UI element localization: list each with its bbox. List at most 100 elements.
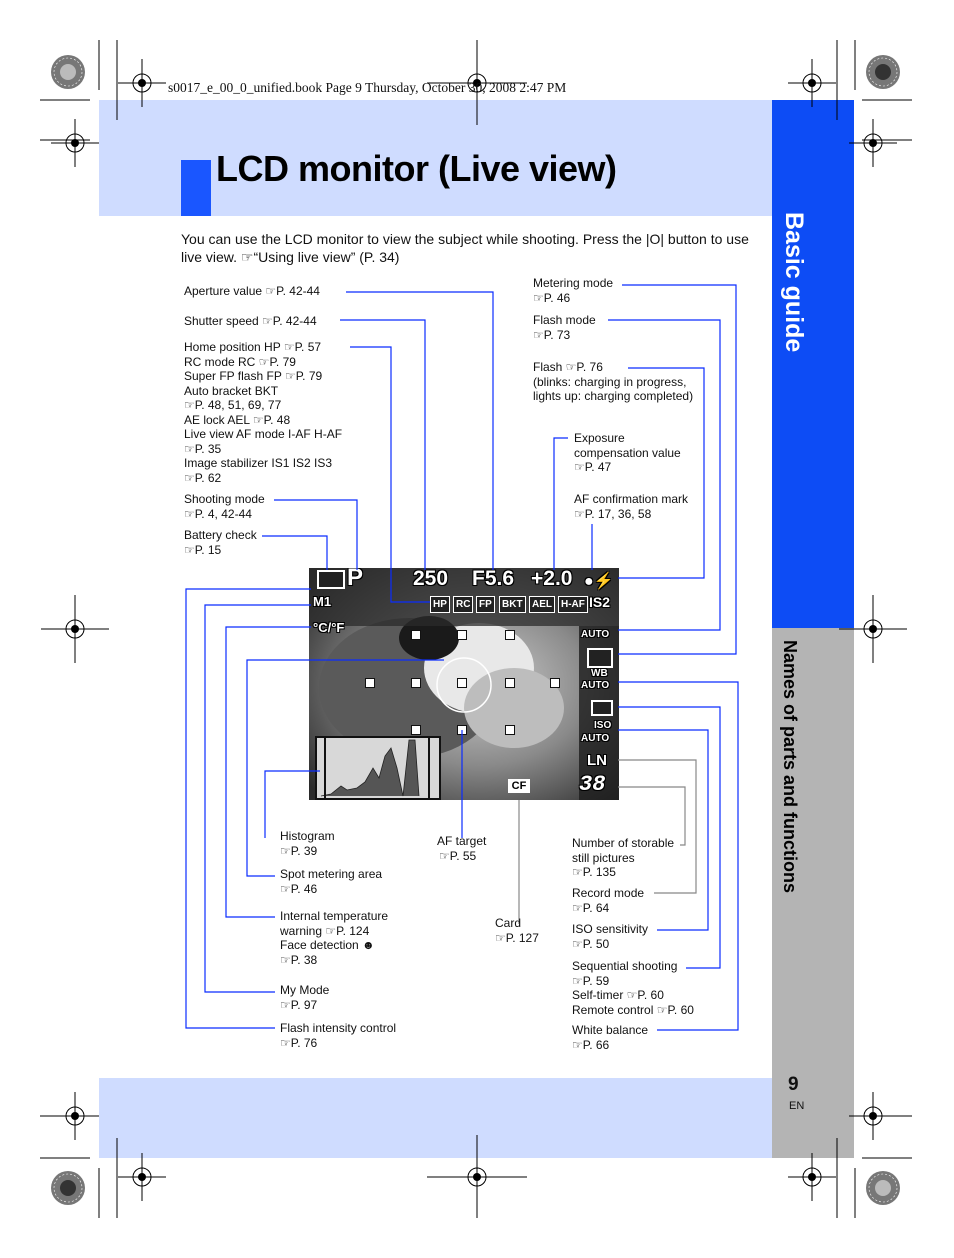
af-target-point bbox=[505, 678, 515, 688]
label-battery-check: Battery check ☞P. 15 bbox=[184, 528, 257, 557]
label-line: (blinks: charging in progress, bbox=[533, 374, 687, 389]
label-home-position-group: Home position HP ☞P. 57 RC mode RC ☞P. 7… bbox=[184, 340, 342, 485]
chip-auto-bracket: BKT bbox=[499, 596, 526, 613]
lcd-iso-label: ISO bbox=[594, 720, 612, 731]
label-internal-temperature: Internal temperature warning ☞P. 124 Fac… bbox=[280, 909, 388, 967]
label-white-balance: White balance ☞P. 66 bbox=[572, 1023, 648, 1052]
label-line: Super FP flash FP ☞P. 79 bbox=[184, 369, 323, 383]
lcd-record-mode: LN bbox=[587, 752, 607, 769]
label-line: ☞P. 46 bbox=[533, 290, 571, 305]
label-line: Number of storable bbox=[572, 836, 675, 850]
af-target-point bbox=[505, 630, 515, 640]
label-line: Histogram bbox=[280, 829, 335, 843]
label-line: AE lock AEL ☞P. 48 bbox=[184, 412, 291, 427]
af-target-point bbox=[411, 630, 421, 640]
label-line: Card bbox=[495, 916, 522, 930]
label-line: RC mode RC ☞P. 79 bbox=[184, 354, 296, 369]
af-target-point bbox=[457, 630, 467, 640]
chip-home-position: HP bbox=[430, 596, 450, 613]
label-line: ☞P. 4, 42-44 bbox=[184, 506, 252, 521]
intro-paragraph: You can use the LCD monitor to view the … bbox=[181, 231, 749, 265]
label-aperture-value: Aperture value ☞P. 42-44 bbox=[184, 284, 320, 299]
lcd-aperture-value: F5.6 bbox=[472, 568, 515, 590]
title-accent-bar bbox=[181, 160, 211, 216]
label-line: AF confirmation mark bbox=[574, 492, 689, 506]
lcd-storable-count: 38 bbox=[579, 772, 606, 797]
chip-rc-mode: RC bbox=[453, 596, 474, 613]
label-line: Face detection ☻ bbox=[280, 938, 375, 952]
label-af-confirmation: AF confirmation mark ☞P. 17, 36, 58 bbox=[574, 492, 688, 521]
battery-icon bbox=[317, 570, 345, 589]
label-storable-pictures: Number of storable still pictures ☞P. 13… bbox=[572, 836, 674, 880]
label-line: ☞P. 50 bbox=[572, 936, 610, 951]
chip-super-fp: FP bbox=[476, 596, 495, 613]
label-line: Home position HP ☞P. 57 bbox=[184, 340, 322, 354]
label-line: Flash ☞P. 76 bbox=[533, 360, 603, 374]
label-line: ☞P. 35 bbox=[184, 441, 222, 456]
lcd-shooting-mode: P bbox=[347, 568, 364, 591]
label-line: ☞P. 76 bbox=[280, 1035, 318, 1050]
label-line: ☞P. 15 bbox=[184, 542, 222, 557]
label-line: Self-timer ☞P. 60 bbox=[572, 988, 664, 1002]
af-target-point bbox=[505, 725, 515, 735]
label-shooting-mode: Shooting mode ☞P. 4, 42-44 bbox=[184, 492, 265, 521]
label-line: Aperture value ☞P. 42-44 bbox=[184, 284, 320, 298]
lcd-iso-auto: AUTO bbox=[581, 733, 610, 744]
label-line: Shutter speed ☞P. 42-44 bbox=[184, 314, 317, 328]
label-line: ☞P. 17, 36, 58 bbox=[574, 506, 652, 521]
label-line: Record mode bbox=[572, 886, 645, 900]
chip-live-view-af: H-AF bbox=[558, 596, 588, 613]
sequential-shooting-icon bbox=[591, 700, 613, 716]
label-line: ☞P. 64 bbox=[572, 900, 610, 915]
label-line: lights up: charging completed) bbox=[533, 389, 694, 403]
label-my-mode: My Mode ☞P. 97 bbox=[280, 983, 329, 1012]
label-line: ☞P. 97 bbox=[280, 997, 318, 1012]
label-line: ISO sensitivity bbox=[572, 922, 649, 936]
label-line: Live view AF mode I-AF H-AF bbox=[184, 427, 343, 441]
lcd-shutter-speed: 250 bbox=[413, 568, 449, 590]
label-line: AF target bbox=[437, 834, 487, 848]
label-record-mode: Record mode ☞P. 64 bbox=[572, 886, 644, 915]
label-line: Metering mode bbox=[533, 276, 614, 290]
label-histogram: Histogram ☞P. 39 bbox=[280, 829, 335, 858]
label-line: My Mode bbox=[280, 983, 330, 997]
lcd-wb-label: WB bbox=[591, 668, 608, 679]
label-line: Shooting mode bbox=[184, 492, 265, 506]
label-line: Flash mode bbox=[533, 313, 596, 327]
metering-mode-icon bbox=[587, 648, 613, 668]
section-tab-names-of-parts bbox=[772, 628, 854, 1158]
label-line: ☞P. 38 bbox=[280, 952, 318, 967]
af-target-point bbox=[411, 678, 421, 688]
label-line: ☞P. 55 bbox=[439, 848, 477, 863]
label-line: ☞P. 127 bbox=[495, 930, 539, 945]
label-line: White balance bbox=[572, 1023, 649, 1037]
label-af-target: AF target ☞P. 55 bbox=[437, 834, 486, 863]
label-line: warning ☞P. 124 bbox=[280, 923, 370, 938]
af-target-point bbox=[457, 678, 467, 688]
lcd-image-stabilizer: IS2 bbox=[589, 594, 611, 610]
lcd-wb-auto: AUTO bbox=[581, 680, 610, 691]
label-line: Internal temperature bbox=[280, 909, 389, 923]
footer-band bbox=[99, 1078, 772, 1158]
label-iso-sensitivity: ISO sensitivity ☞P. 50 bbox=[572, 922, 648, 951]
page-number: 9 bbox=[788, 1074, 799, 1095]
af-target-point bbox=[411, 725, 421, 735]
af-confirm-flash-icon: ●⚡ bbox=[584, 573, 614, 590]
label-line: ☞P. 135 bbox=[572, 865, 616, 879]
language-code: EN bbox=[789, 1100, 805, 1112]
label-card: Card ☞P. 127 bbox=[495, 916, 539, 945]
header-band bbox=[99, 100, 772, 216]
label-line: ☞P. 66 bbox=[572, 1037, 610, 1052]
label-line: Auto bracket BKT bbox=[184, 383, 279, 398]
book-info: s0017_e_00_0_unified.book Page 9 Thursda… bbox=[168, 80, 567, 95]
label-line: ☞P. 73 bbox=[533, 327, 571, 342]
label-line: Exposure bbox=[574, 431, 625, 445]
label-line: still pictures bbox=[572, 850, 635, 865]
section-tab-basic-guide bbox=[772, 100, 854, 628]
label-sequential-shooting: Sequential shooting ☞P. 59 Self-timer ☞P… bbox=[572, 959, 694, 1017]
label-line: Image stabilizer IS1 IS2 IS3 bbox=[184, 456, 333, 470]
label-line: compensation value bbox=[574, 445, 681, 460]
label-exposure-compensation: Exposure compensation value ☞P. 47 bbox=[574, 431, 681, 475]
histogram bbox=[315, 736, 441, 800]
